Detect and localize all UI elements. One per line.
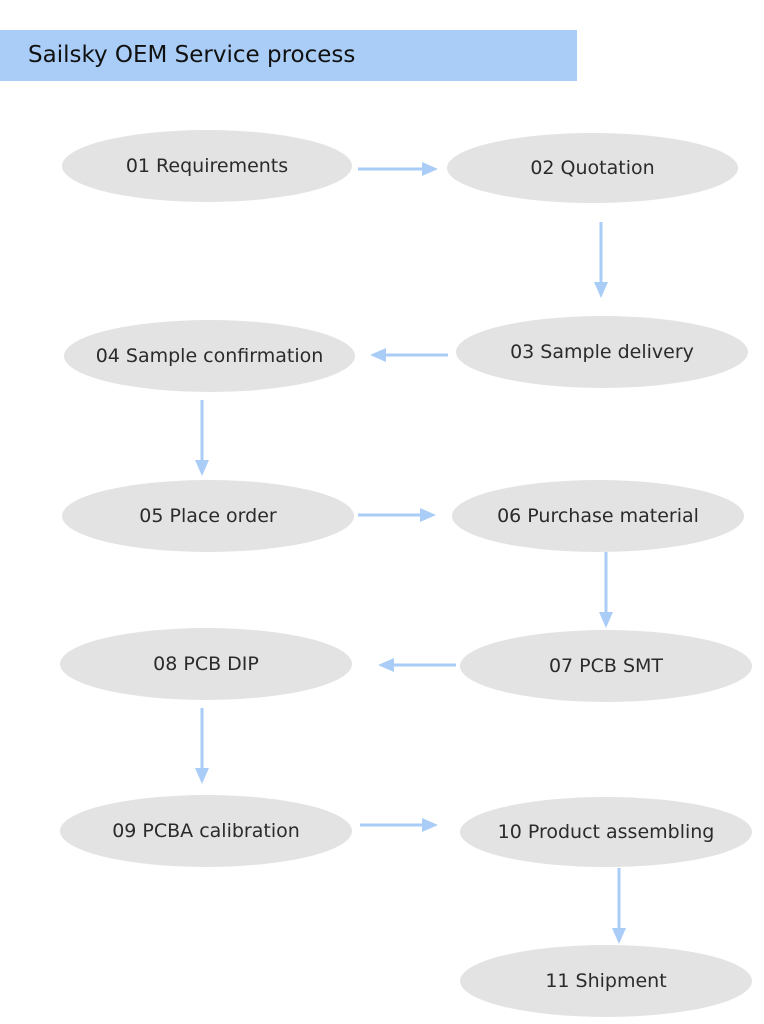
page-title: Sailsky OEM Service process xyxy=(28,42,356,68)
step-06-node: 06 Purchase material xyxy=(452,480,744,552)
arrow-09-to-10 xyxy=(360,818,438,832)
step-10-label: 10 Product assembling xyxy=(497,821,715,843)
step-02-node: 02 Quotation xyxy=(447,133,738,203)
arrow-07-to-08 xyxy=(378,658,456,672)
arrow-08-to-09 xyxy=(195,708,209,784)
step-01-node: 01 Requirements xyxy=(62,130,352,202)
title-banner: Sailsky OEM Service process xyxy=(0,30,577,81)
arrow-10-to-11 xyxy=(612,868,626,944)
step-08-label: 08 PCB DIP xyxy=(153,653,259,675)
step-08-node: 08 PCB DIP xyxy=(60,628,352,700)
step-04-label: 04 Sample confirmation xyxy=(95,345,324,367)
arrow-04-to-05 xyxy=(195,400,209,476)
step-03-label: 03 Sample delivery xyxy=(510,341,694,363)
step-10-node: 10 Product assembling xyxy=(460,797,752,867)
arrow-02-to-03 xyxy=(594,222,608,298)
step-03-node: 03 Sample delivery xyxy=(456,316,748,388)
step-11-node: 11 Shipment xyxy=(460,945,752,1017)
step-02-label: 02 Quotation xyxy=(530,157,655,179)
step-11-label: 11 Shipment xyxy=(545,970,667,992)
arrow-03-to-04 xyxy=(370,348,448,362)
arrow-06-to-07 xyxy=(599,552,613,628)
step-09-node: 09 PCBA calibration xyxy=(60,795,352,867)
step-01-label: 01 Requirements xyxy=(125,155,289,177)
arrow-01-to-02 xyxy=(358,162,438,176)
step-04-node: 04 Sample confirmation xyxy=(64,320,355,392)
step-07-label: 07 PCB SMT xyxy=(548,655,664,677)
step-06-label: 06 Purchase material xyxy=(497,505,699,527)
step-05-label: 05 Place order xyxy=(139,505,277,527)
step-09-label: 09 PCBA calibration xyxy=(112,820,300,842)
step-05-node: 05 Place order xyxy=(62,480,354,552)
arrow-05-to-06 xyxy=(358,508,436,522)
step-07-node: 07 PCB SMT xyxy=(460,630,752,702)
